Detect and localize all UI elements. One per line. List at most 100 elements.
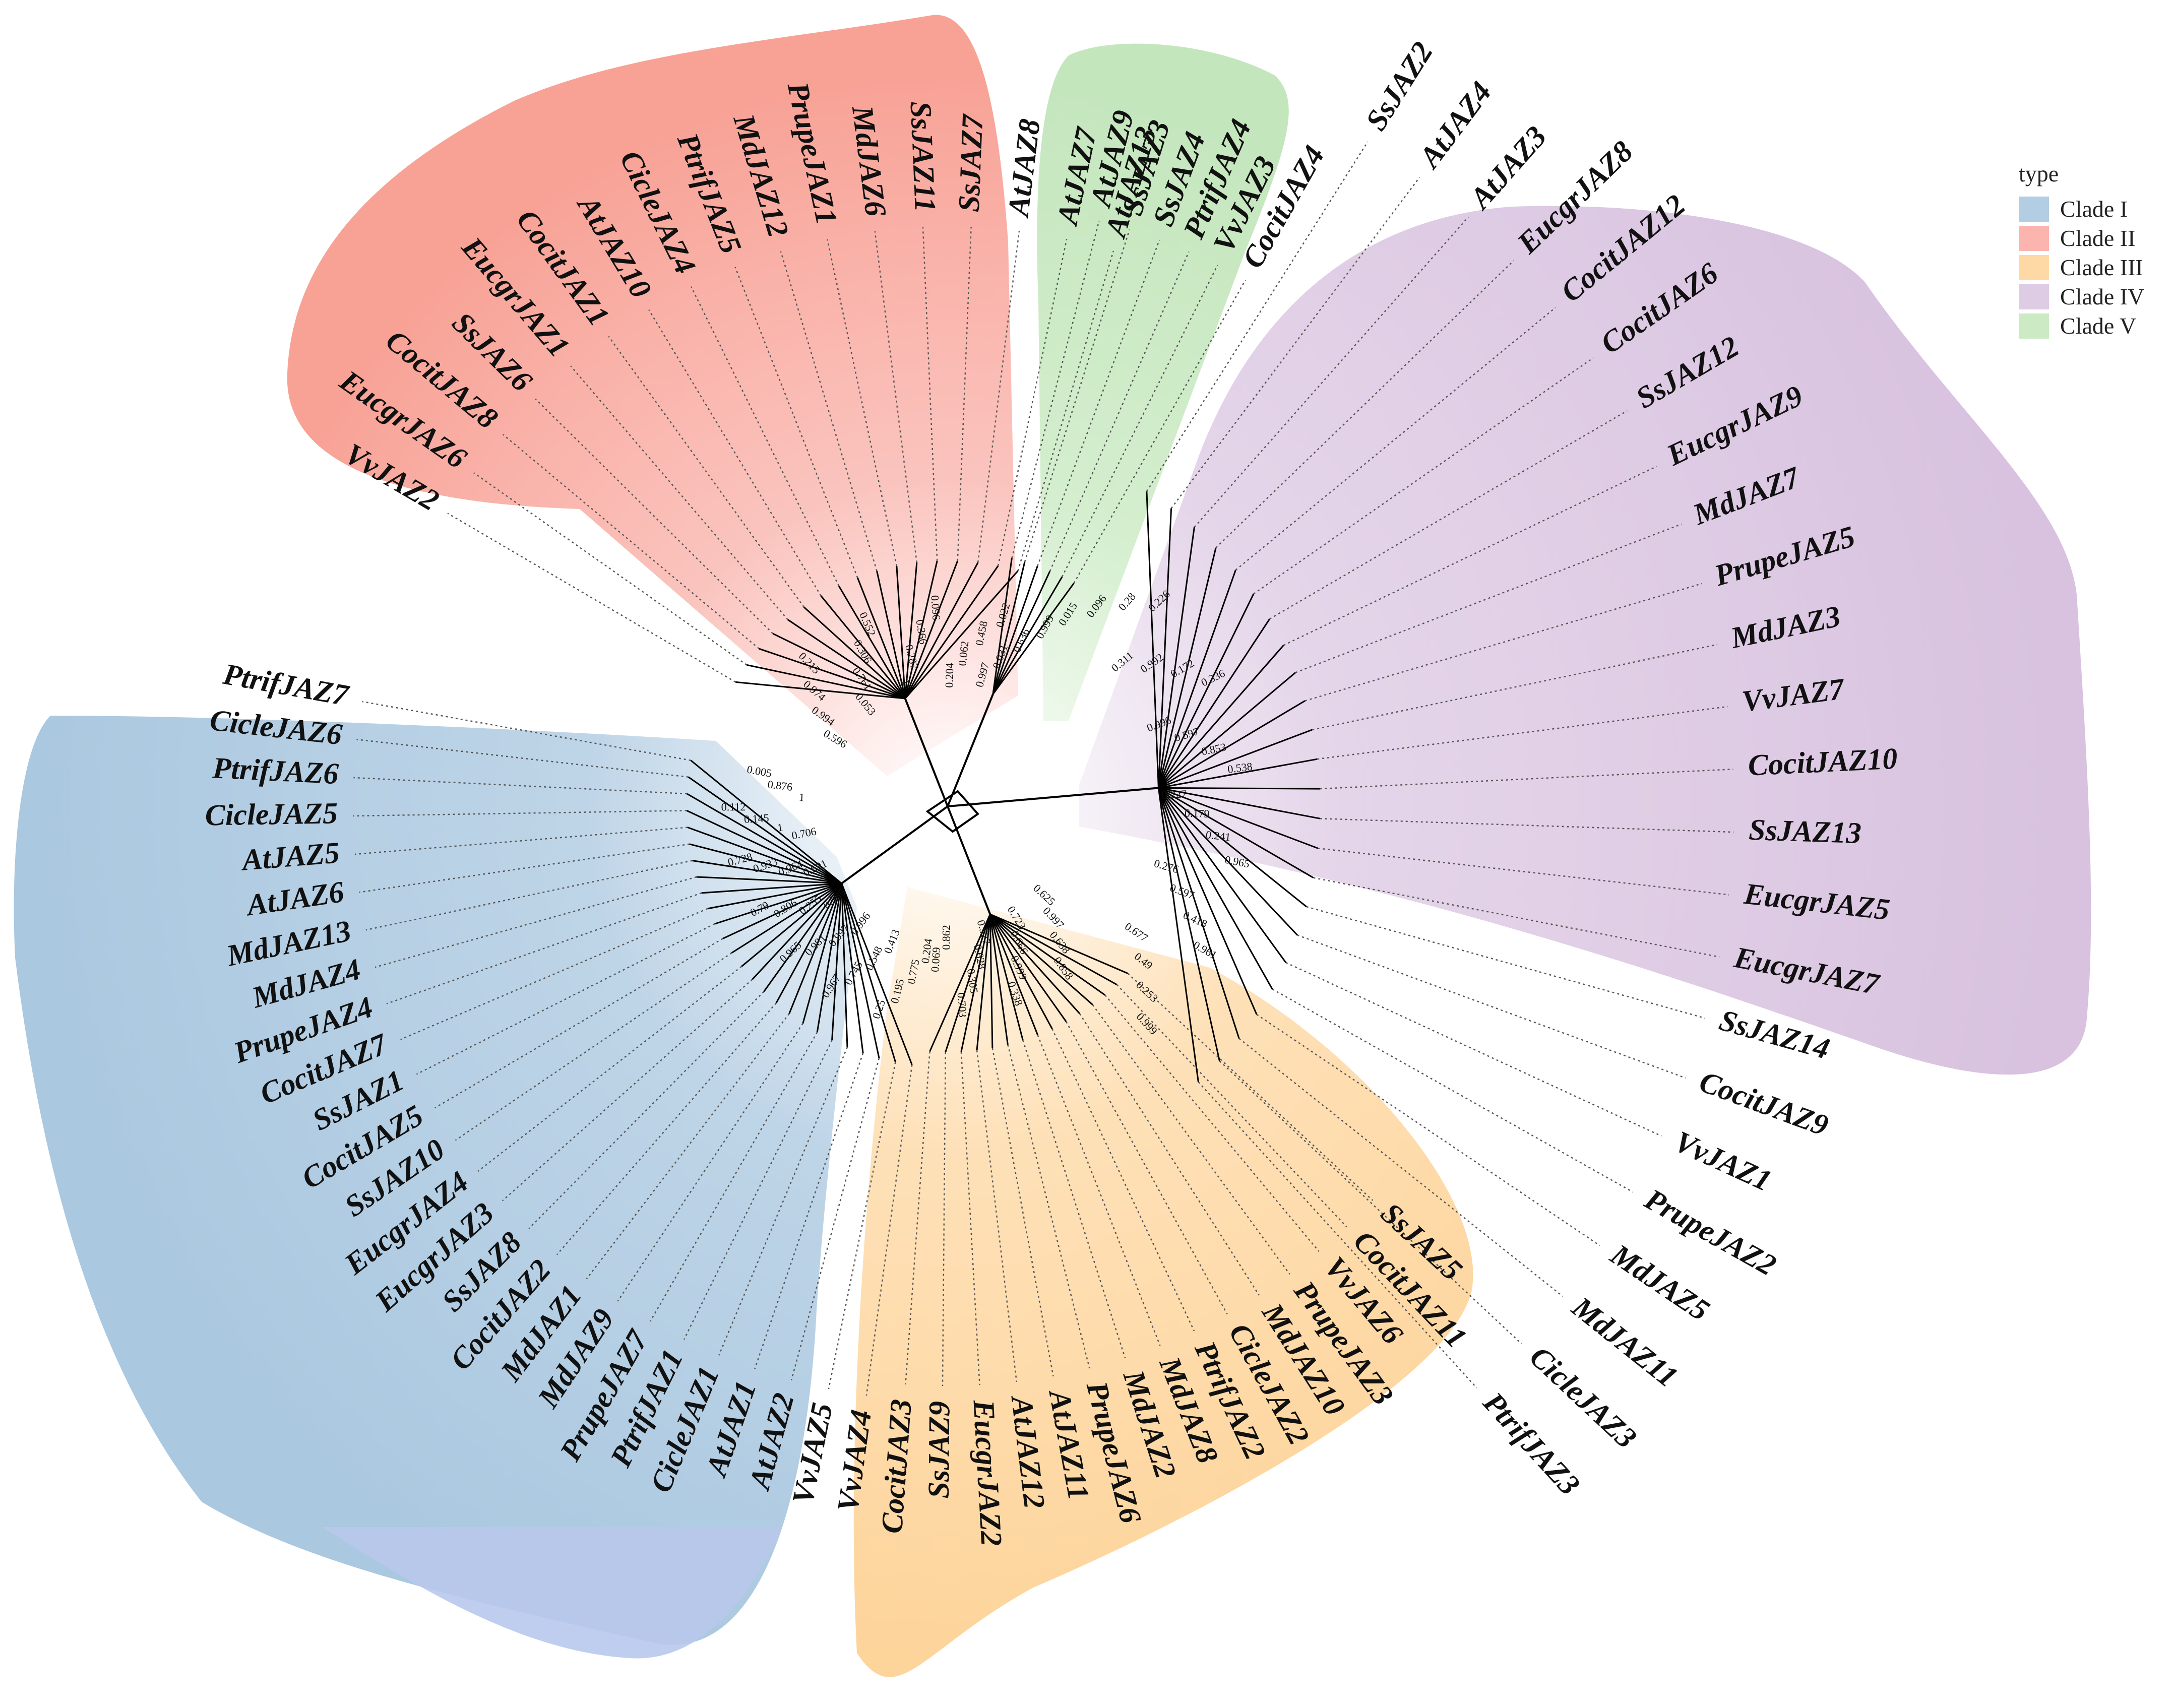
leaf-label: PtrifJAZ6 <box>211 751 339 790</box>
tree-branch <box>992 561 1026 694</box>
leader-line <box>1306 906 1705 1019</box>
leader-line <box>455 952 732 1141</box>
leader-line <box>1116 984 1347 1228</box>
legend-swatch <box>2019 284 2049 309</box>
leader-line <box>1146 141 1369 492</box>
tree-branch <box>989 914 1067 1023</box>
tree-branch <box>1157 508 1172 788</box>
leader-line <box>991 1048 1054 1376</box>
tree-branch <box>688 776 842 884</box>
leader-line <box>648 309 822 596</box>
tree-branch <box>896 565 906 699</box>
leader-line <box>874 231 918 563</box>
tree-branch <box>989 914 1024 1041</box>
leaf-label: SsJAZ2 <box>1359 36 1439 136</box>
tree-branch <box>1158 618 1271 789</box>
tree-branch <box>904 560 938 699</box>
clade-iii-background <box>853 887 1473 1677</box>
leader-line <box>942 1052 946 1386</box>
leader-line <box>1253 357 1594 595</box>
leader-line <box>353 777 688 795</box>
tree-branch <box>1158 787 1314 878</box>
leader-line <box>608 336 804 608</box>
leader-line <box>1127 973 1374 1201</box>
bootstrap-value: 0.548 <box>862 944 885 972</box>
tree-branch <box>841 883 896 1062</box>
tree-branch <box>989 914 993 1048</box>
tree-branch <box>1146 491 1159 788</box>
bootstrap-value: 0.069 <box>928 947 943 973</box>
legend-swatch <box>2019 226 2049 251</box>
tree-branch <box>820 595 906 699</box>
bootstrap-value: 1 <box>798 791 804 804</box>
leader-line <box>865 1064 913 1396</box>
clade-stem <box>904 698 949 807</box>
leader-line <box>1312 644 1717 731</box>
tree-branch <box>741 882 842 967</box>
tree-branch <box>904 562 918 699</box>
tree-branch <box>904 565 999 699</box>
tree-branch <box>687 827 842 884</box>
leader-line <box>386 892 702 1004</box>
tree-branch <box>1157 570 1236 788</box>
leader-line <box>1079 1013 1260 1296</box>
leader-line <box>356 738 689 778</box>
leader-line <box>375 876 697 968</box>
leader-line <box>997 239 1068 566</box>
leader-line <box>780 251 878 572</box>
leader-line <box>1313 877 1720 958</box>
clade-ii-background <box>287 15 1019 776</box>
leader-line <box>447 513 736 683</box>
leader-line <box>1037 1035 1161 1346</box>
tree-branch <box>763 882 842 992</box>
leaf-label: CocitJAZ9 <box>1695 1064 1833 1142</box>
leader-line <box>977 231 1020 563</box>
tree-branch <box>876 571 906 699</box>
leader-line <box>586 1013 790 1280</box>
tree-branch <box>992 576 1063 695</box>
leader-line <box>957 227 972 561</box>
leaf-label: AtJAZ5 <box>239 836 341 877</box>
tree-branch <box>816 883 843 1033</box>
leader-line <box>754 1053 864 1369</box>
tree-branch <box>1157 527 1195 788</box>
tree-branch <box>1157 547 1217 788</box>
leader-line <box>734 267 858 578</box>
clade-stem <box>947 806 991 915</box>
tree-branch <box>989 913 1117 986</box>
tree-branch <box>1158 593 1255 789</box>
tree-branch <box>772 632 906 700</box>
leader-line <box>365 860 693 931</box>
clade-stem <box>947 693 994 807</box>
leaf-label: CicleJAZ5 <box>205 796 338 832</box>
leader-line <box>1194 217 1469 528</box>
clade-stem <box>947 787 1159 807</box>
leader-lines <box>353 141 1734 1396</box>
leader-line <box>1320 769 1733 790</box>
bootstrap-value: 0.538 <box>1227 760 1253 776</box>
leader-line <box>362 701 691 761</box>
leader-line <box>960 1051 980 1385</box>
tree-branch <box>690 760 842 884</box>
bootstrap-value: 0.204 <box>943 663 956 688</box>
tree-root-connector <box>925 790 979 833</box>
leader-line <box>718 1047 848 1356</box>
bootstrap-value: 0.677 <box>1123 920 1150 944</box>
tree-branch <box>1158 787 1320 790</box>
leader-line <box>535 398 774 635</box>
leader-line <box>976 1050 1018 1382</box>
clade-iv-background <box>1079 206 2091 1075</box>
tree-branch <box>841 883 848 1047</box>
tree-branch <box>788 883 843 1014</box>
tree-branch <box>1158 758 1318 789</box>
leaf-label: SsJAZ7 <box>952 113 989 213</box>
bootstrap-value: 0.961 <box>1191 938 1219 962</box>
leader-line <box>922 227 938 561</box>
tree-branch <box>692 860 842 884</box>
bootstrap-value: 0.276 <box>1153 857 1180 875</box>
tree-branch <box>803 606 906 700</box>
tree-branch <box>802 883 843 1024</box>
